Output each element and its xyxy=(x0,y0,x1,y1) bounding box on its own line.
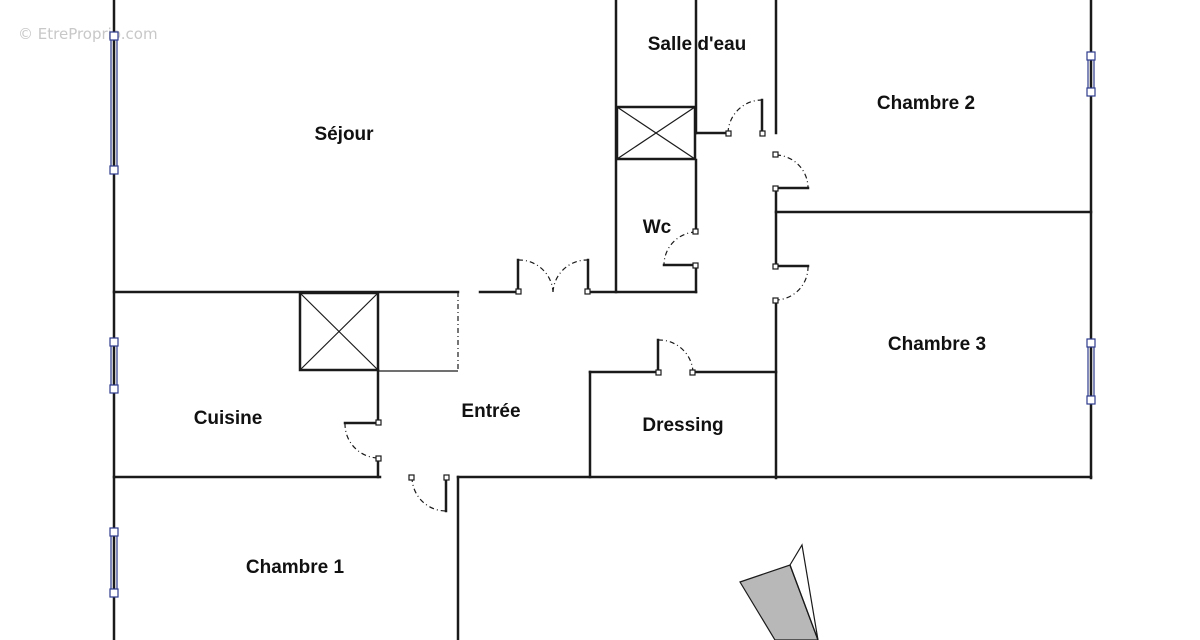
room-label-chambre1: Chambre 1 xyxy=(246,557,345,578)
room-label-dressing: Dressing xyxy=(642,415,723,436)
room-label-salle-deau: Salle d'eau xyxy=(648,34,747,55)
room-label-entree: Entrée xyxy=(461,401,520,422)
compass-icon xyxy=(739,543,819,640)
room-label-chambre3: Chambre 3 xyxy=(888,334,986,355)
doors xyxy=(343,98,810,513)
watermark: © EtreProprio.com xyxy=(18,25,158,43)
shaft-boxes xyxy=(298,105,697,372)
room-label-sejour: Séjour xyxy=(314,124,374,145)
room-label-wc: Wc xyxy=(643,217,672,238)
room-label-chambre2: Chambre 2 xyxy=(877,93,975,114)
room-label-cuisine: Cuisine xyxy=(194,408,263,429)
windows xyxy=(109,31,1096,598)
room-labels: Séjour Salle d'eau Chambre 2 Wc Chambre … xyxy=(194,34,986,578)
